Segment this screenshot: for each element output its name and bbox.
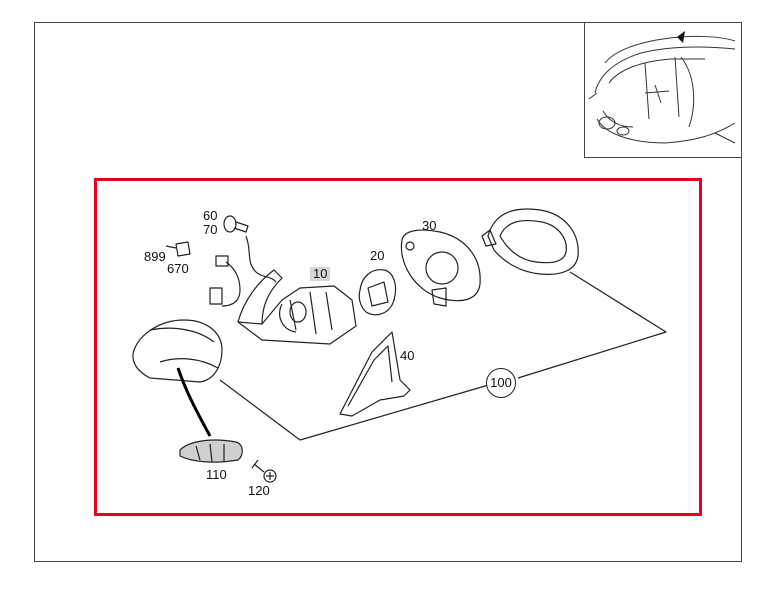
vehicle-overview-thumbnail [584, 22, 742, 158]
part-label-40[interactable]: 40 [400, 348, 415, 363]
car-top-view-icon [588, 31, 736, 144]
part-label-899[interactable]: 899 [144, 249, 166, 264]
part-60-70-screw-drawing [223, 215, 249, 233]
part-110-lamp-drawing [179, 439, 243, 463]
part-label-10[interactable]: 10 [310, 267, 331, 281]
part-10-base-drawing [237, 269, 357, 345]
part-label-120[interactable]: 120 [248, 483, 270, 498]
mirror-frame-drawing [481, 208, 579, 275]
mirror-marker-icon [677, 31, 685, 43]
wire-harness-drawing [165, 235, 277, 307]
part-label-20[interactable]: 20 [370, 248, 385, 263]
part-label-70[interactable]: 70 [203, 222, 218, 237]
indicator-wire-drawing [176, 367, 212, 437]
part-40-bracket-drawing [339, 331, 411, 417]
part-label-30[interactable]: 30 [422, 218, 437, 233]
highlight-box [94, 178, 702, 516]
assembly-callout-100[interactable]: 100 [486, 368, 516, 398]
part-label-60[interactable]: 60 [203, 208, 218, 223]
assembly-line [517, 271, 667, 379]
assembly-line [219, 379, 301, 441]
outer-cover-drawing [132, 319, 223, 383]
part-label-110[interactable]: 110 [206, 467, 227, 482]
part-label-670[interactable]: 670 [167, 261, 189, 276]
part-30-glass-drawing [400, 229, 481, 307]
part-20-actuator-drawing [358, 269, 397, 316]
assembly-line [299, 383, 493, 441]
part-120-screw-drawing [251, 459, 277, 483]
